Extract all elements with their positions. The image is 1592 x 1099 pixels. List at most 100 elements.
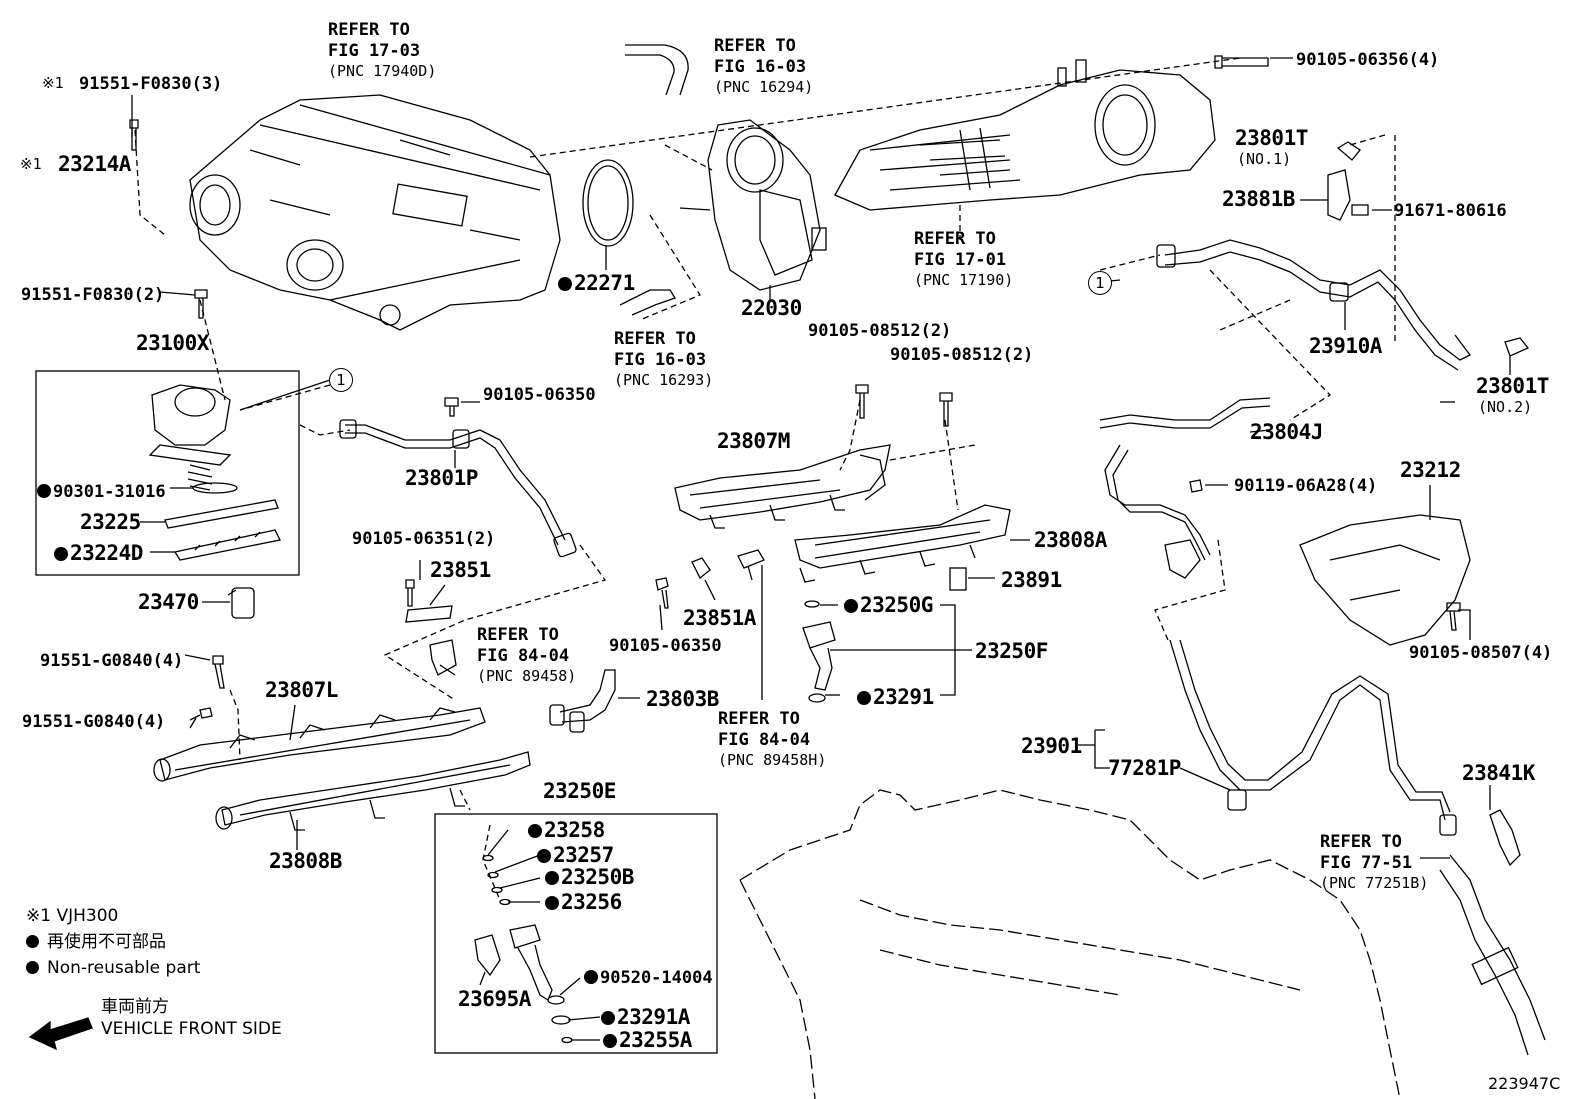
clip-23841k-drawing [1489,809,1521,867]
circle-ref-marker-a: 1 [329,368,353,392]
callout-ref-84-04-b-line1: REFER TO [718,709,800,729]
part-label-91551-f0830-2: 91551-F0830(2) [21,285,165,305]
part-label-90119-06a28: 90119-06A28(4) [1234,476,1378,496]
legend-front-jp: 車両前方 [101,997,169,1017]
part-23470-drawing [231,587,255,619]
legend-nonreuse-jp: 再使用不可部品 [26,934,166,951]
part-label-23910a: 23910A [1309,334,1382,358]
part-label-91551-g0840-a: 91551-G0840(4) [40,651,184,671]
part-label-23801t-no1: 23801T [1235,126,1308,150]
gasket-22271-drawing [582,159,634,247]
callout-ref-16-03-b-line3: (PNC 16293) [614,371,714,389]
legend-nonreuse-en: Non-reusable part [26,960,200,977]
fuel-pump-kit-box [35,370,300,576]
callout-ref-17-03-line2: FIG 17-03 [328,41,421,61]
callout-ref-77-51-line3: (PNC 77251B) [1320,874,1429,892]
part-label-23212: 23212 [1400,458,1461,482]
part-label-23250f: 23250F [975,639,1048,663]
part-23891-drawing [949,567,967,591]
part-label-23695a: 23695A [458,987,531,1011]
fuel-pipe-23804j-drawing [1099,397,1271,421]
part-label-23808b: 23808B [269,849,342,873]
note-mark-1: ※1 [42,74,64,92]
fuel-tube-23901-drawing [1169,639,1446,821]
part-label-23851a: 23851A [683,606,756,630]
part-label-23258: 23258 [528,820,605,841]
part-label-23801t-no2: 23801T [1476,374,1549,398]
fuel-hose-23910a-drawing [1164,239,1471,361]
clip-23695a-drawing [474,934,501,977]
callout-ref-17-03-line1: REFER TO [328,20,410,40]
label-no2: (NO.2) [1478,398,1533,416]
intercooler-assembly-drawing [189,94,561,331]
callout-ref-17-01-line2: FIG 17-01 [914,250,1007,270]
cover-23212-drawing [1299,514,1471,646]
part-label-90105-08507: 90105-08507(4) [1409,643,1553,663]
callout-ref-17-01-line1: REFER TO [914,229,996,249]
figure-id: 223947C [1488,1074,1561,1093]
part-label-77281p: 77281P [1108,756,1181,780]
callout-ref-84-04-b-line3: (PNC 89458H) [718,751,827,769]
bullet-icon [26,935,39,948]
injector-23250f-drawing [802,600,836,703]
callout-ref-84-04-a-line1: REFER TO [477,625,559,645]
part-label-22271: 22271 [558,273,635,294]
part-label-23250e: 23250E [543,779,616,803]
legend-nonreuse-en-text: Non-reusable part [47,958,201,978]
callout-ref-17-01-line3: (PNC 17190) [914,271,1014,289]
routing-dashed-lines [134,57,1396,901]
callout-ref-16-03-a-line2: FIG 16-03 [714,57,807,77]
front-direction-arrow-icon [28,1017,93,1051]
part-label-23470: 23470 [138,590,199,614]
hose-77251b-drawing [1449,854,1546,1041]
delivery-pipe-23807m-drawing [674,444,891,529]
callout-ref-17-03-line3: (PNC 17940D) [328,62,437,80]
delivery-pipe-23808a-drawing [794,504,1011,583]
part-label-23841k: 23841K [1462,761,1535,785]
callout-ref-16-03-a-line3: (PNC 16294) [714,78,814,96]
injector-kit-box [434,813,718,1054]
part-label-23807l: 23807L [265,678,338,702]
label-no1: (NO.1) [1237,150,1292,168]
part-label-91671-80616: 91671-80616 [1394,201,1507,221]
note-mark-2: ※1 [20,155,42,173]
part-label-23256: 23256 [545,892,622,913]
callout-ref-84-04-a-line2: FIG 84-04 [477,646,570,666]
part-label-90520-14004: 90520-14004 [584,970,713,987]
sensor-89458h-drawing [737,549,765,581]
part-label-23881b: 23881B [1222,187,1295,211]
callout-ref-84-04-b-line2: FIG 84-04 [718,730,811,750]
intake-manifold-drawing [834,59,1216,211]
part-label-23804j: 23804J [1250,420,1323,444]
sensor-89458-drawing [429,639,457,676]
part-label-23257: 23257 [537,845,614,866]
part-label-23250b: 23250B [545,867,634,888]
throttle-body-drawing [679,119,827,291]
part-label-23891: 23891 [1001,568,1062,592]
fuel-pump-drawing [148,384,232,491]
fuel-rail-23808b-drawing [215,751,531,831]
callout-ref-77-51-line1: REFER TO [1320,832,1402,852]
hose-16294-drawing [625,44,689,96]
part-label-90105-06356: 90105-06356(4) [1296,50,1440,70]
part-label-23801p: 23801P [405,466,478,490]
part-label-23100x: 23100X [136,331,209,355]
part-23851-drawing [405,605,453,623]
hose-23803b-drawing [559,669,616,723]
part-label-23224d: 23224D [54,543,143,564]
engine-outline-drawing [739,789,1401,1099]
bracket-23881b-drawing [1327,169,1351,221]
part-label-90105-08512-b: 90105-08512(2) [890,345,1034,365]
part-label-23803b: 23803B [646,687,719,711]
part-label-90105-06350-b: 90105-06350 [609,636,722,656]
part-label-90301-31016: 90301-31016 [37,484,166,501]
gasket-23225-drawing [164,499,279,529]
part-label-23250g: 23250G [844,595,933,616]
fuel-rail-23807l-drawing [153,707,486,782]
callout-ref-84-04-a-line3: (PNC 89458) [477,667,577,685]
clip-23851a-drawing [691,557,711,580]
part-label-90105-08512-a: 90105-08512(2) [808,321,952,341]
part-label-23901: 23901 [1021,734,1082,758]
